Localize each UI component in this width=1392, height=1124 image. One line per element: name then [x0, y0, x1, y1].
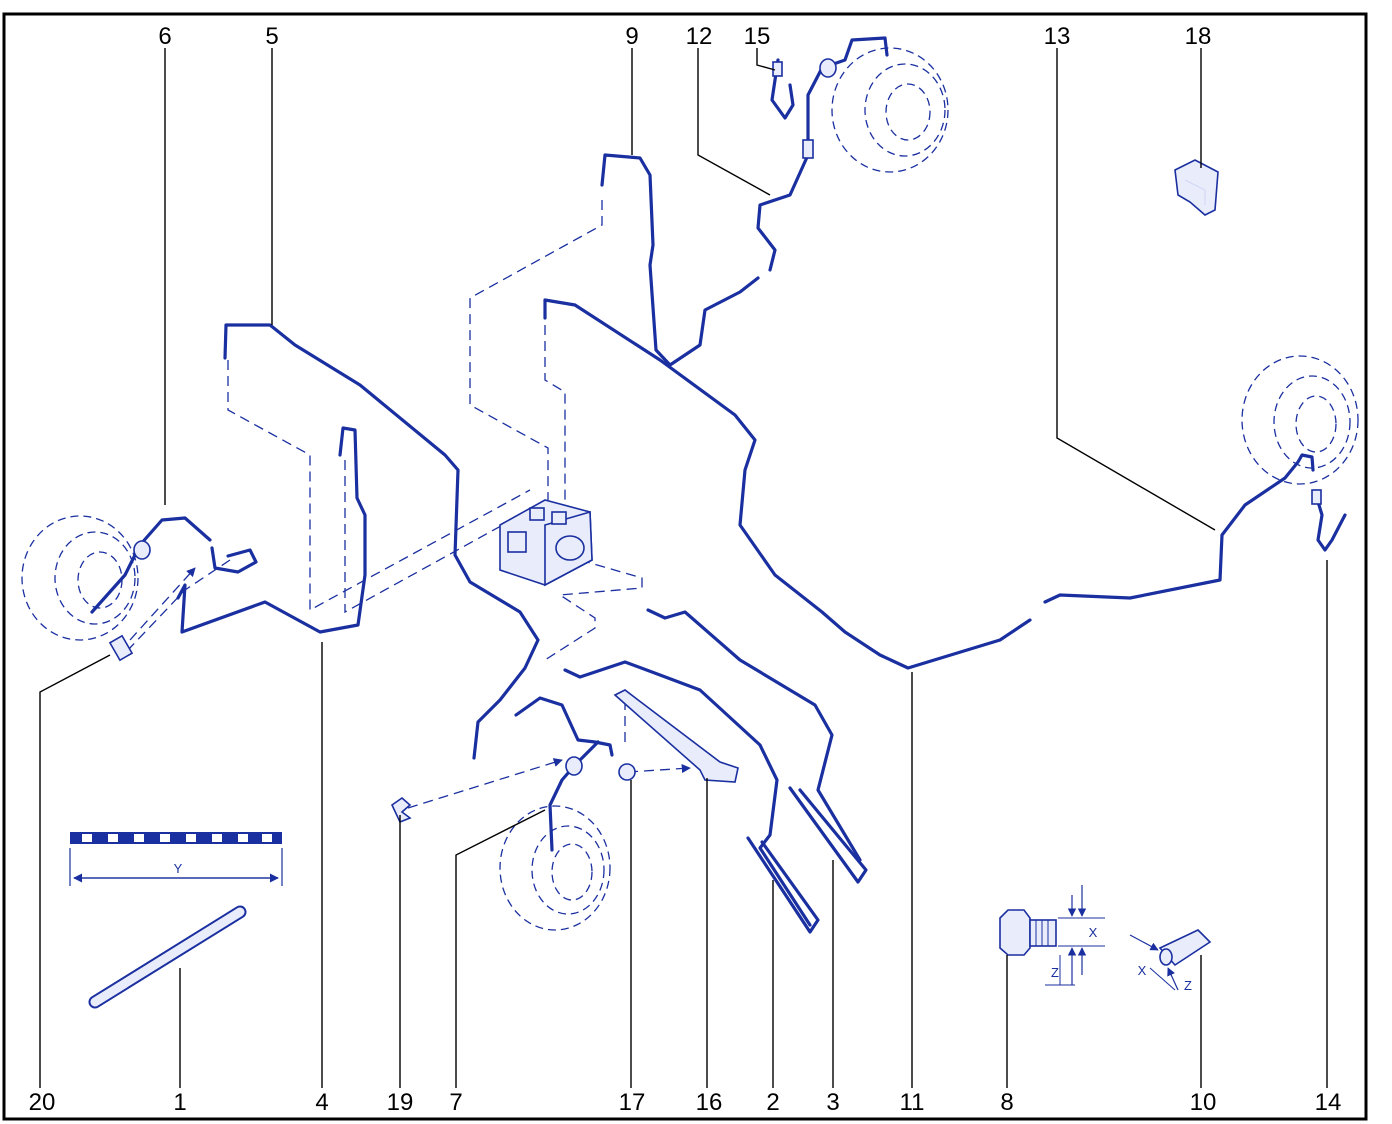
brake-hose-7 — [514, 696, 614, 852]
callout-numbers: 6 5 9 12 15 13 18 20 1 4 19 7 17 16 2 3 … — [29, 23, 1342, 1116]
callout-18: 18 — [1185, 23, 1212, 50]
fitting-8-detail: X Z — [999, 885, 1105, 986]
fitting-10-x-label: X — [1138, 963, 1147, 978]
callout-15: 15 — [744, 23, 771, 50]
diagram-border — [2, 12, 1368, 1121]
fitting-10-detail: X Z — [1129, 929, 1212, 993]
fitting-8-z-label: Z — [1051, 965, 1059, 980]
wheel-rear-left — [499, 805, 611, 931]
pipe-length-gauge: Y — [69, 832, 283, 886]
fitting-8-x-label: X — [1089, 925, 1098, 940]
brake-hose-15 — [770, 58, 795, 120]
callout-9: 9 — [625, 23, 638, 50]
bracket-16 — [613, 689, 739, 783]
straight-pipe-1 — [88, 905, 247, 1009]
brake-pipe-5 — [223, 323, 540, 760]
callout-16: 16 — [696, 1089, 723, 1116]
callout-10: 10 — [1190, 1089, 1217, 1116]
callout-8: 8 — [1000, 1089, 1013, 1116]
brake-hose-14 — [1311, 489, 1347, 552]
brake-hose-6 — [90, 516, 258, 614]
brake-pipe-13 — [1043, 453, 1315, 604]
callout-7: 7 — [449, 1089, 462, 1116]
callout-17: 17 — [619, 1089, 646, 1116]
brake-pipe-11 — [543, 298, 1032, 670]
callout-3: 3 — [826, 1089, 839, 1116]
callout-1: 1 — [173, 1089, 186, 1116]
clip-18 — [1174, 159, 1219, 216]
brake-hose-front-right — [802, 36, 889, 159]
brake-pipe-2 — [563, 660, 820, 934]
abs-hydraulic-unit — [499, 499, 593, 587]
brake-pipe-9 — [600, 153, 760, 367]
callout-13: 13 — [1044, 23, 1071, 50]
leader-lines — [39, 48, 1328, 1088]
clip-19 — [390, 796, 412, 824]
length-label: Y — [174, 861, 183, 876]
callout-6: 6 — [158, 23, 171, 50]
assembly-dashed-lines — [127, 200, 691, 809]
brake-pipe-3 — [646, 608, 868, 884]
fitting-20 — [108, 634, 134, 662]
brake-pipe-12 — [756, 153, 810, 272]
callout-2: 2 — [766, 1089, 779, 1116]
callout-4: 4 — [315, 1089, 328, 1116]
wheel-front-right — [831, 47, 949, 173]
brake-pipe-4 — [176, 426, 367, 634]
callout-20: 20 — [29, 1089, 56, 1116]
fitting-10-z-label: Z — [1184, 978, 1192, 993]
nut-17 — [618, 763, 636, 781]
callout-19: 19 — [387, 1089, 414, 1116]
callout-12: 12 — [686, 23, 713, 50]
callout-5: 5 — [265, 23, 278, 50]
callout-14: 14 — [1315, 1089, 1342, 1116]
callout-11: 11 — [900, 1089, 925, 1116]
wheel-rear-right — [1241, 355, 1359, 485]
